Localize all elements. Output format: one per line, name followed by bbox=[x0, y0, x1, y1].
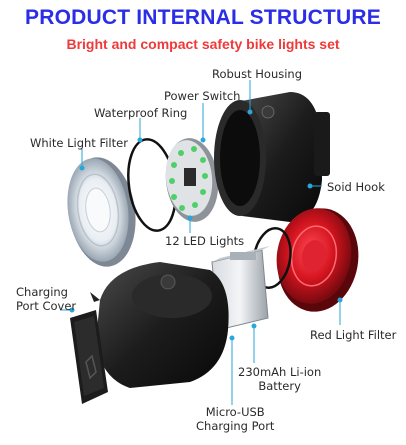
red-light-filter-part bbox=[276, 208, 359, 312]
label-soid-hook: Soid Hook bbox=[327, 180, 385, 194]
label-micro-usb-line2: Charging Port bbox=[196, 419, 275, 433]
page-title: PRODUCT INTERNAL STRUCTURE bbox=[25, 6, 381, 29]
label-battery-line1: 230mAh Li-ion bbox=[238, 365, 322, 379]
charging-port-cover-part bbox=[70, 310, 108, 404]
robust-housing-part bbox=[214, 92, 330, 222]
callout-lines bbox=[60, 80, 343, 405]
label-red-light-filter: Red Light Filter bbox=[310, 328, 397, 342]
label-power-switch: Power Switch bbox=[164, 89, 241, 103]
label-battery: 230mAh Li-ion Battery bbox=[238, 365, 321, 393]
led-board-part bbox=[165, 138, 219, 222]
label-robust-housing: Robust Housing bbox=[212, 67, 303, 81]
label-micro-usb-line1: Micro-USB bbox=[205, 405, 265, 419]
rear-housing-part bbox=[90, 262, 229, 388]
label-charging-port-cover-line2: Port Cover bbox=[16, 299, 77, 313]
label-battery-line2: Battery bbox=[258, 379, 301, 393]
label-waterproof-ring: Waterproof Ring bbox=[94, 106, 188, 120]
label-micro-usb: Micro-USB Charging Port bbox=[196, 405, 274, 433]
label-led-lights: 12 LED Lights bbox=[165, 234, 245, 248]
label-charging-port-cover: Charging Port Cover bbox=[16, 285, 76, 313]
white-light-filter-part bbox=[67, 157, 136, 267]
label-white-light-filter: White Light Filter bbox=[30, 136, 128, 150]
page-subtitle: Bright and compact safety bike lights se… bbox=[66, 36, 340, 52]
label-charging-port-cover-line1: Charging bbox=[16, 285, 68, 299]
